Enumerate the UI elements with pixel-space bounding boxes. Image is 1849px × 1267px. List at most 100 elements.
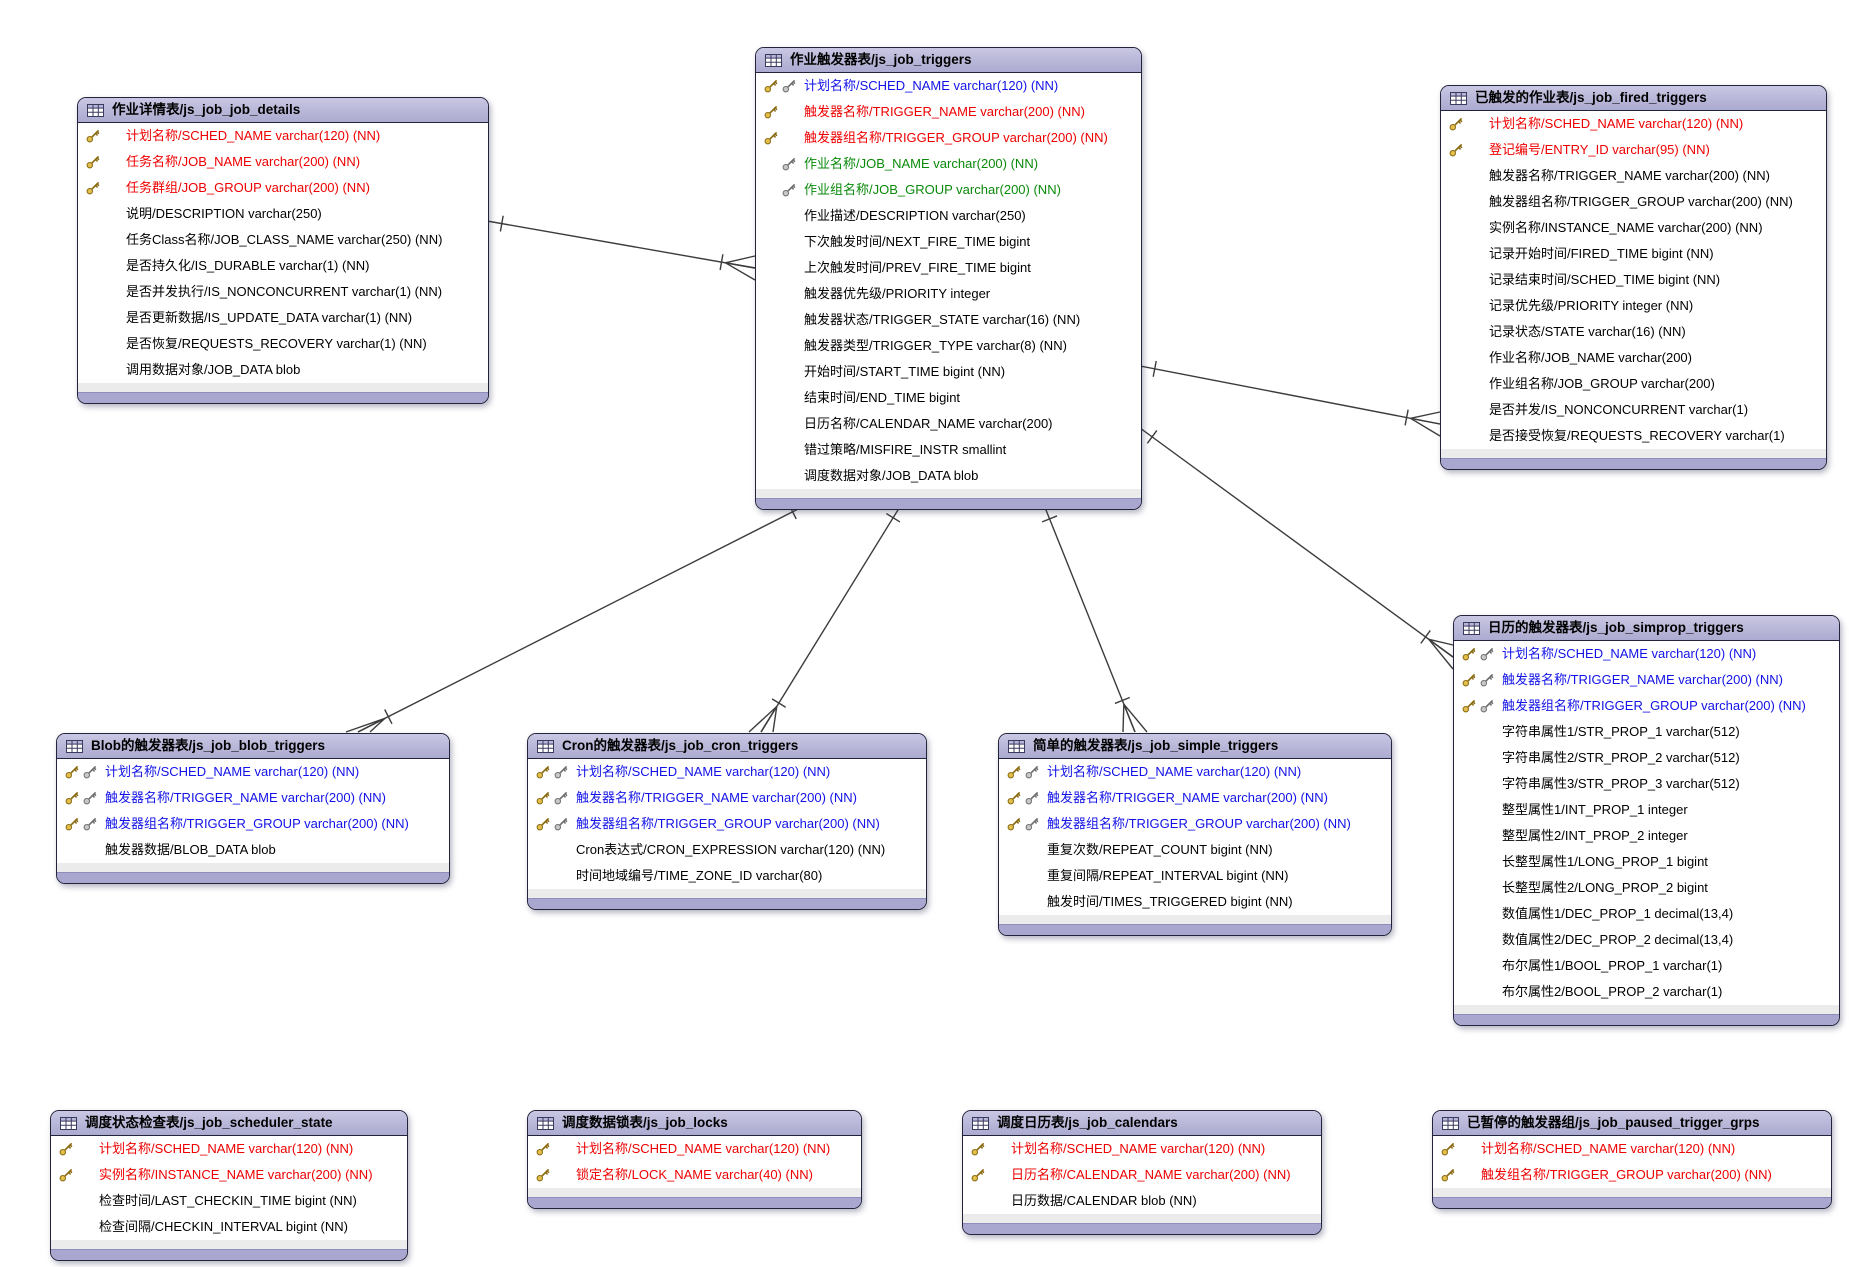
field-row[interactable]: 下次触发时间/NEXT_FIRE_TIME bigint: [756, 229, 1141, 255]
field-row[interactable]: 重复次数/REPEAT_COUNT bigint (NN): [999, 837, 1391, 863]
er-table-js_job_simple_triggers[interactable]: 简单的触发器表/js_job_simple_triggers 计划名称/SCHE…: [998, 733, 1392, 936]
field-row[interactable]: 作业名称/JOB_NAME varchar(200) (NN): [756, 151, 1141, 177]
field-row[interactable]: 触发器优先级/PRIORITY integer: [756, 281, 1141, 307]
table-header[interactable]: Cron的触发器表/js_job_cron_triggers: [528, 734, 926, 759]
field-row[interactable]: 检查时间/LAST_CHECKIN_TIME bigint (NN): [51, 1188, 407, 1214]
field-row[interactable]: 触发器名称/TRIGGER_NAME varchar(200) (NN): [756, 99, 1141, 125]
field-row[interactable]: 长整型属性1/LONG_PROP_1 bigint: [1454, 849, 1839, 875]
field-row[interactable]: 作业组名称/JOB_GROUP varchar(200): [1441, 371, 1826, 397]
field-row[interactable]: 是否并发/IS_NONCONCURRENT varchar(1): [1441, 397, 1826, 423]
field-row[interactable]: 整型属性2/INT_PROP_2 integer: [1454, 823, 1839, 849]
er-table-js_job_fired_triggers[interactable]: 已触发的作业表/js_job_fired_triggers 计划名称/SCHED…: [1440, 85, 1827, 470]
field-row[interactable]: 记录优先级/PRIORITY integer (NN): [1441, 293, 1826, 319]
er-table-js_job_blob_triggers[interactable]: Blob的触发器表/js_job_blob_triggers 计划名称/SCHE…: [56, 733, 450, 884]
field-row[interactable]: 实例名称/INSTANCE_NAME varchar(200) (NN): [51, 1162, 407, 1188]
field-row[interactable]: 时间地域编号/TIME_ZONE_ID varchar(80): [528, 863, 926, 889]
field-row[interactable]: 错过策略/MISFIRE_INSTR smallint: [756, 437, 1141, 463]
field-row[interactable]: 说明/DESCRIPTION varchar(250): [78, 201, 488, 227]
er-table-js_job_paused_trigger_grps[interactable]: 已暂停的触发器组/js_job_paused_trigger_grps 计划名称…: [1432, 1110, 1832, 1209]
field-row[interactable]: 字符串属性1/STR_PROP_1 varchar(512): [1454, 719, 1839, 745]
field-row[interactable]: 数值属性2/DEC_PROP_2 decimal(13,4): [1454, 927, 1839, 953]
field-row[interactable]: 日历名称/CALENDAR_NAME varchar(200): [756, 411, 1141, 437]
table-header[interactable]: 已触发的作业表/js_job_fired_triggers: [1441, 86, 1826, 111]
table-header[interactable]: 调度日历表/js_job_calendars: [963, 1111, 1321, 1136]
field-row[interactable]: Cron表达式/CRON_EXPRESSION varchar(120) (NN…: [528, 837, 926, 863]
field-row[interactable]: 整型属性1/INT_PROP_1 integer: [1454, 797, 1839, 823]
field-row[interactable]: 计划名称/SCHED_NAME varchar(120) (NN): [51, 1136, 407, 1162]
relation-triggers-to-cron_triggers[interactable]: [748, 504, 902, 733]
er-table-js_job_cron_triggers[interactable]: Cron的触发器表/js_job_cron_triggers 计划名称/SCHE…: [527, 733, 927, 910]
field-row[interactable]: 日历数据/CALENDAR blob (NN): [963, 1188, 1321, 1214]
er-table-js_job_locks[interactable]: 调度数据锁表/js_job_locks 计划名称/SCHED_NAME varc…: [527, 1110, 862, 1209]
field-row[interactable]: 触发器组名称/TRIGGER_GROUP varchar(200) (NN): [57, 811, 449, 837]
table-header[interactable]: 调度状态检查表/js_job_scheduler_state: [51, 1111, 407, 1136]
field-row[interactable]: 触发器名称/TRIGGER_NAME varchar(200) (NN): [528, 785, 926, 811]
field-row[interactable]: 是否接受恢复/REQUESTS_RECOVERY varchar(1): [1441, 423, 1826, 449]
field-row[interactable]: 触发器组名称/TRIGGER_GROUP varchar(200) (NN): [756, 125, 1141, 151]
field-row[interactable]: 开始时间/START_TIME bigint (NN): [756, 359, 1141, 385]
field-row[interactable]: 计划名称/SCHED_NAME varchar(120) (NN): [1454, 641, 1839, 667]
relation-job_details-to-triggers[interactable]: [486, 215, 756, 281]
er-table-js_job_scheduler_state[interactable]: 调度状态检查表/js_job_scheduler_state 计划名称/SCHE…: [50, 1110, 408, 1261]
relation-triggers-to-blob_triggers[interactable]: [345, 504, 807, 733]
field-row[interactable]: 结束时间/END_TIME bigint: [756, 385, 1141, 411]
er-table-js_job_calendars[interactable]: 调度日历表/js_job_calendars 计划名称/SCHED_NAME v…: [962, 1110, 1322, 1235]
table-header[interactable]: 简单的触发器表/js_job_simple_triggers: [999, 734, 1391, 759]
field-row[interactable]: 记录状态/STATE varchar(16) (NN): [1441, 319, 1826, 345]
relation-triggers-to-simple_triggers[interactable]: [1041, 504, 1148, 733]
er-table-js_job_triggers[interactable]: 作业触发器表/js_job_triggers 计划名称/SCHED_NAME v…: [755, 47, 1142, 510]
field-row[interactable]: 检查间隔/CHECKIN_INTERVAL bigint (NN): [51, 1214, 407, 1240]
field-row[interactable]: 作业名称/JOB_NAME varchar(200): [1441, 345, 1826, 371]
field-row[interactable]: 调用数据对象/JOB_DATA blob: [78, 357, 488, 383]
field-row[interactable]: 触发器名称/TRIGGER_NAME varchar(200) (NN): [1454, 667, 1839, 693]
field-row[interactable]: 触发器类型/TRIGGER_TYPE varchar(8) (NN): [756, 333, 1141, 359]
er-table-js_job_job_details[interactable]: 作业详情表/js_job_job_details 计划名称/SCHED_NAME…: [77, 97, 489, 404]
field-row[interactable]: 登记编号/ENTRY_ID varchar(95) (NN): [1441, 137, 1826, 163]
relation-triggers-to-fired_triggers[interactable]: [1139, 360, 1441, 437]
field-row[interactable]: 触发器状态/TRIGGER_STATE varchar(16) (NN): [756, 307, 1141, 333]
field-row[interactable]: 计划名称/SCHED_NAME varchar(120) (NN): [528, 759, 926, 785]
table-header[interactable]: 作业触发器表/js_job_triggers: [756, 48, 1141, 73]
field-row[interactable]: 计划名称/SCHED_NAME varchar(120) (NN): [756, 73, 1141, 99]
field-row[interactable]: 触发器组名称/TRIGGER_GROUP varchar(200) (NN): [528, 811, 926, 837]
field-row[interactable]: 计划名称/SCHED_NAME varchar(120) (NN): [999, 759, 1391, 785]
field-row[interactable]: 调度数据对象/JOB_DATA blob: [756, 463, 1141, 489]
table-header[interactable]: 已暂停的触发器组/js_job_paused_trigger_grps: [1433, 1111, 1831, 1136]
field-row[interactable]: 计划名称/SCHED_NAME varchar(120) (NN): [78, 123, 488, 149]
field-row[interactable]: 作业描述/DESCRIPTION varchar(250): [756, 203, 1141, 229]
field-row[interactable]: 长整型属性2/LONG_PROP_2 bigint: [1454, 875, 1839, 901]
field-row[interactable]: 实例名称/INSTANCE_NAME varchar(200) (NN): [1441, 215, 1826, 241]
field-row[interactable]: 作业组名称/JOB_GROUP varchar(200) (NN): [756, 177, 1141, 203]
field-row[interactable]: 触发组名称/TRIGGER_GROUP varchar(200) (NN): [1433, 1162, 1831, 1188]
table-header[interactable]: 作业详情表/js_job_job_details: [78, 98, 488, 123]
field-row[interactable]: 触发器组名称/TRIGGER_GROUP varchar(200) (NN): [1454, 693, 1839, 719]
field-row[interactable]: 锁定名称/LOCK_NAME varchar(40) (NN): [528, 1162, 861, 1188]
relation-triggers-to-simprop_triggers[interactable]: [1139, 427, 1454, 670]
field-row[interactable]: 日历名称/CALENDAR_NAME varchar(200) (NN): [963, 1162, 1321, 1188]
field-row[interactable]: 字符串属性3/STR_PROP_3 varchar(512): [1454, 771, 1839, 797]
field-row[interactable]: 触发器数据/BLOB_DATA blob: [57, 837, 449, 863]
field-row[interactable]: 计划名称/SCHED_NAME varchar(120) (NN): [1441, 111, 1826, 137]
field-row[interactable]: 任务Class名称/JOB_CLASS_NAME varchar(250) (N…: [78, 227, 488, 253]
table-header[interactable]: Blob的触发器表/js_job_blob_triggers: [57, 734, 449, 759]
field-row[interactable]: 触发器组名称/TRIGGER_GROUP varchar(200) (NN): [1441, 189, 1826, 215]
field-row[interactable]: 数值属性1/DEC_PROP_1 decimal(13,4): [1454, 901, 1839, 927]
field-row[interactable]: 布尔属性2/BOOL_PROP_2 varchar(1): [1454, 979, 1839, 1005]
field-row[interactable]: 计划名称/SCHED_NAME varchar(120) (NN): [963, 1136, 1321, 1162]
field-row[interactable]: 触发时间/TIMES_TRIGGERED bigint (NN): [999, 889, 1391, 915]
field-row[interactable]: 布尔属性1/BOOL_PROP_1 varchar(1): [1454, 953, 1839, 979]
field-row[interactable]: 是否更新数据/IS_UPDATE_DATA varchar(1) (NN): [78, 305, 488, 331]
er-table-js_job_simprop_triggers[interactable]: 日历的触发器表/js_job_simprop_triggers 计划名称/SCH…: [1453, 615, 1840, 1026]
field-row[interactable]: 上次触发时间/PREV_FIRE_TIME bigint: [756, 255, 1141, 281]
field-row[interactable]: 是否持久化/IS_DURABLE varchar(1) (NN): [78, 253, 488, 279]
field-row[interactable]: 任务群组/JOB_GROUP varchar(200) (NN): [78, 175, 488, 201]
field-row[interactable]: 是否恢复/REQUESTS_RECOVERY varchar(1) (NN): [78, 331, 488, 357]
field-row[interactable]: 记录开始时间/FIRED_TIME bigint (NN): [1441, 241, 1826, 267]
field-row[interactable]: 记录结束时间/SCHED_TIME bigint (NN): [1441, 267, 1826, 293]
field-row[interactable]: 重复间隔/REPEAT_INTERVAL bigint (NN): [999, 863, 1391, 889]
field-row[interactable]: 是否并发执行/IS_NONCONCURRENT varchar(1) (NN): [78, 279, 488, 305]
field-row[interactable]: 计划名称/SCHED_NAME varchar(120) (NN): [528, 1136, 861, 1162]
field-row[interactable]: 触发器名称/TRIGGER_NAME varchar(200) (NN): [1441, 163, 1826, 189]
field-row[interactable]: 字符串属性2/STR_PROP_2 varchar(512): [1454, 745, 1839, 771]
field-row[interactable]: 触发器组名称/TRIGGER_GROUP varchar(200) (NN): [999, 811, 1391, 837]
